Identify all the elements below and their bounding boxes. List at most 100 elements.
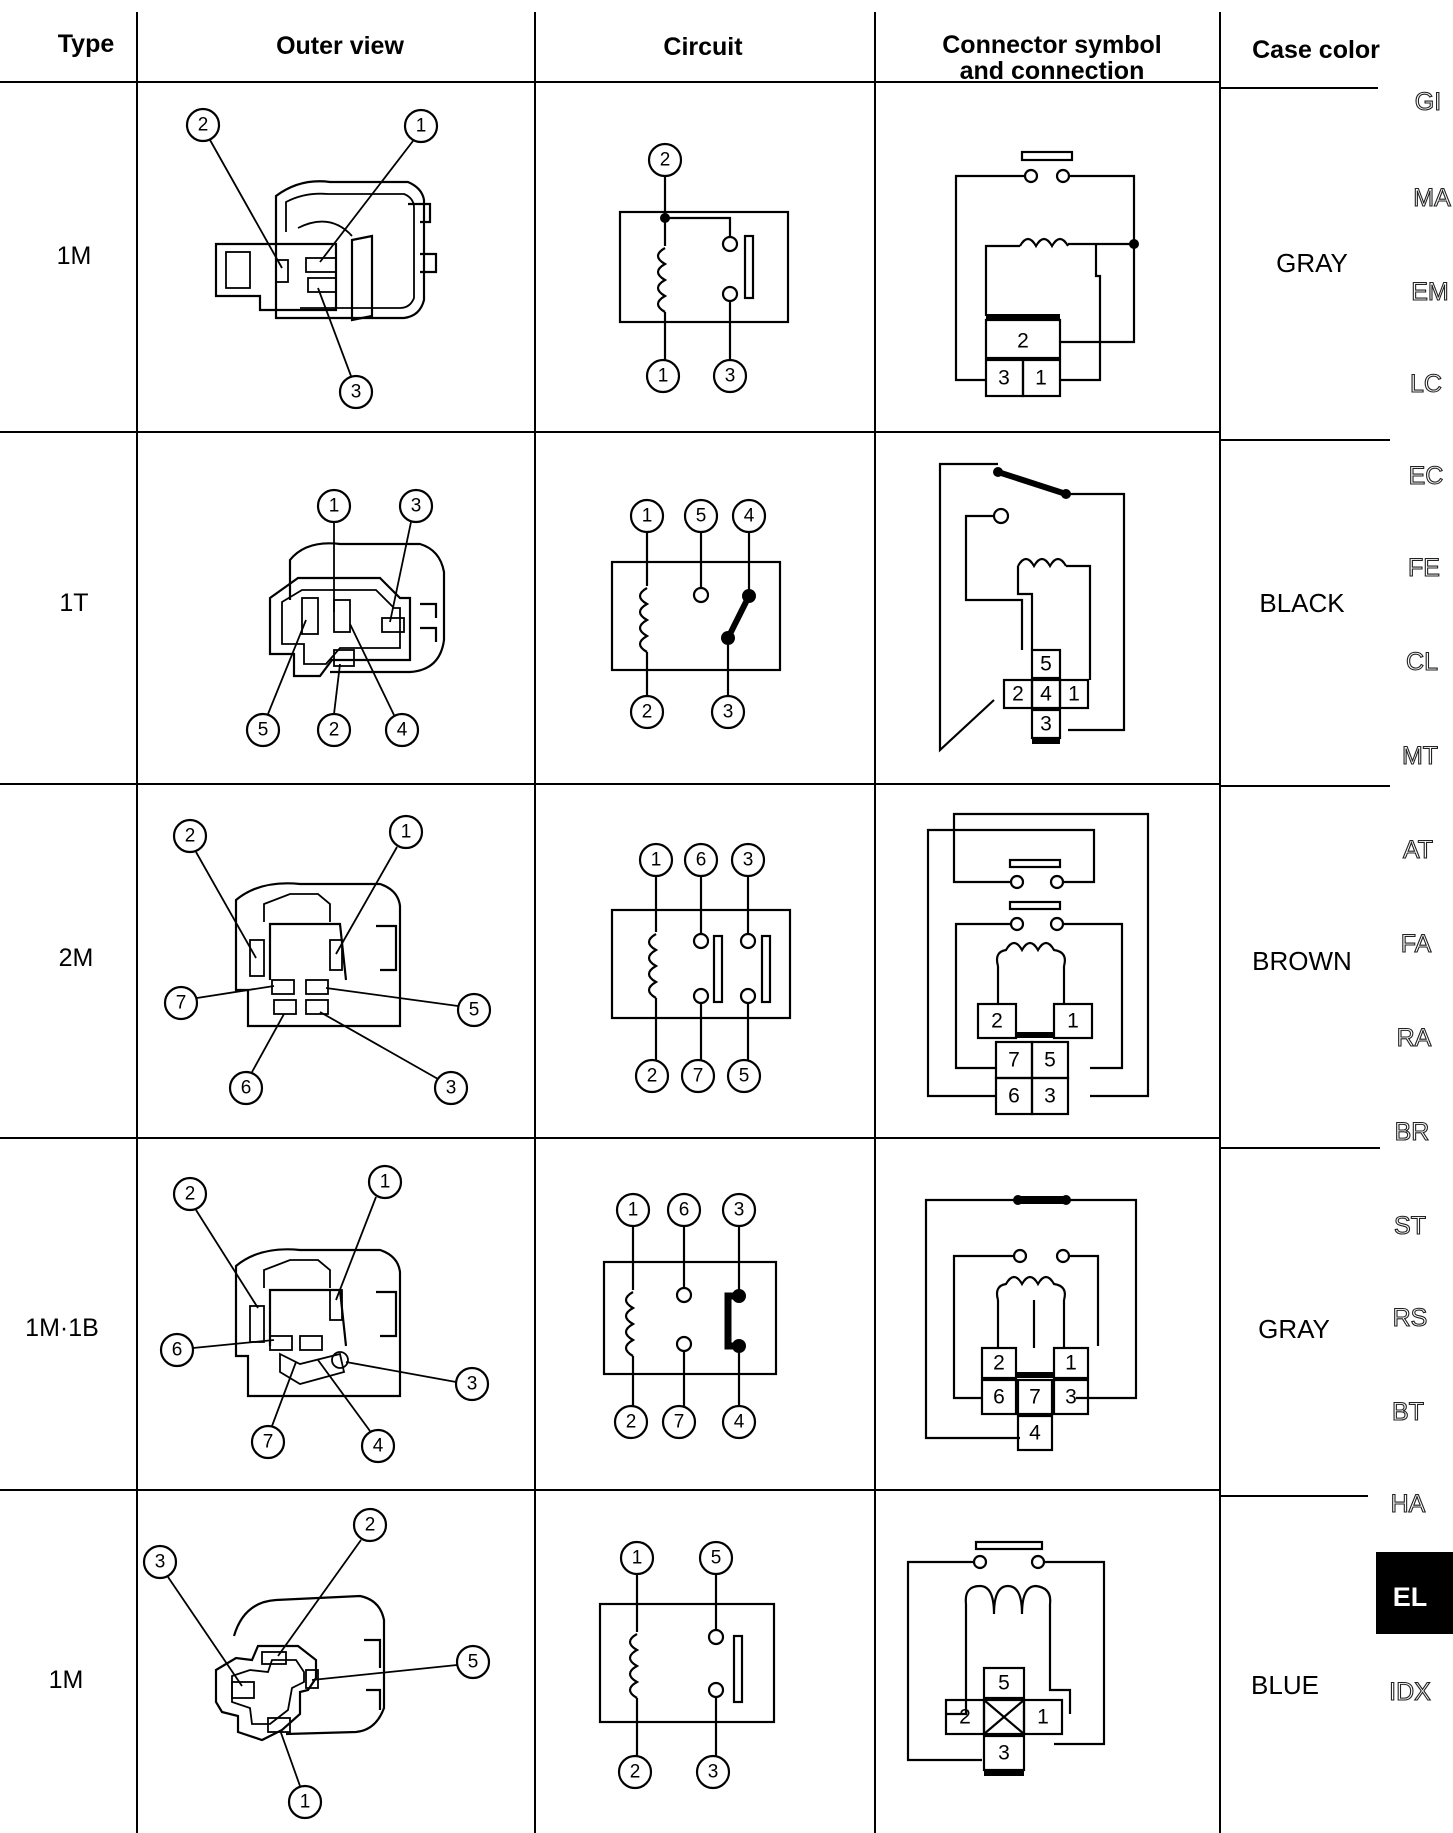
circuit-pin-label: 2 (626, 1412, 637, 1433)
connector-cell: 1 (1067, 1010, 1079, 1033)
side-tab-st[interactable]: ST (1393, 1211, 1426, 1240)
connector-cell: 5 (1044, 1049, 1056, 1072)
case-color-2: BLACK (1259, 588, 1345, 618)
connector-cell: 1 (1037, 1706, 1049, 1729)
connector-symbol-1: 2 3 1 (954, 150, 1139, 398)
connector-cell: 3 (1044, 1085, 1056, 1108)
side-tab-bt[interactable]: BT (1391, 1397, 1424, 1426)
circuit-pin-label: 2 (642, 702, 653, 723)
outer-pin-label: 1 (380, 1172, 391, 1193)
side-tab-em[interactable]: EM (1411, 277, 1450, 306)
circuit-1: 2 1 3 (618, 142, 790, 394)
circuit-pin-label: 3 (734, 1200, 745, 1221)
outer-pin-label: 5 (468, 1652, 479, 1673)
connector-symbol-5: 5 2 1 3 (906, 1540, 1106, 1776)
circuit-pin-label: 6 (679, 1200, 690, 1221)
outer-pin-label: 4 (373, 1436, 384, 1457)
side-tab-mt[interactable]: MT (1401, 741, 1438, 770)
type-column: 1M 1T 2M 1M·1B 1M (25, 242, 99, 1694)
connector-cell: 3 (998, 1742, 1010, 1765)
circuit-pin-label: 1 (651, 850, 662, 871)
header-outer-view: Outer view (276, 32, 404, 60)
outer-pin-label: 4 (397, 720, 408, 741)
connector-symbol-2: 5 2 4 1 3 (938, 462, 1126, 753)
case-color-4: GRAY (1258, 1314, 1330, 1344)
header-connector-line1: Connector symbol (942, 31, 1161, 59)
circuit-pin-label: 2 (660, 150, 671, 171)
type-label-3: 2M (59, 944, 94, 972)
outer-view-4: 2 1 6 3 7 4 (159, 1164, 490, 1464)
circuit-pin-label: 5 (696, 506, 707, 527)
connector-cell: 2 (993, 1352, 1005, 1375)
circuit-pin-label: 6 (696, 850, 707, 871)
side-tab-cl[interactable]: CL (1405, 647, 1438, 676)
connector-cell: 7 (1008, 1049, 1020, 1072)
outer-pin-label: 1 (300, 1792, 311, 1813)
outer-pin-label: 3 (155, 1552, 166, 1573)
connector-cell: 2 (1017, 330, 1029, 353)
header-type: Type (58, 30, 115, 58)
outer-pin-label: 5 (258, 720, 269, 741)
outer-pin-label: 1 (401, 822, 412, 843)
circuit-3: 1 6 3 2 7 5 (610, 842, 792, 1094)
circuit-pin-label: 7 (674, 1412, 685, 1433)
side-tab-active-bg (1376, 1552, 1453, 1634)
circuit-pin-label: 2 (630, 1762, 641, 1783)
circuit-pin-label: 2 (647, 1066, 658, 1087)
connector-cell: 4 (1040, 683, 1052, 706)
side-tab-br[interactable]: BR (1394, 1117, 1430, 1146)
side-tab-ec[interactable]: EC (1408, 461, 1444, 490)
circuit-pin-label: 4 (744, 506, 755, 527)
side-tab-rs[interactable]: RS (1392, 1303, 1428, 1332)
connector-cell: 5 (1040, 653, 1052, 676)
case-color-3: BROWN (1252, 946, 1352, 976)
circuit-pin-label: 1 (628, 1200, 639, 1221)
circuit-pin-label: 3 (708, 1762, 719, 1783)
circuit-2: 1 5 4 2 3 (610, 498, 782, 730)
outer-pin-label: 7 (176, 993, 187, 1014)
outer-pin-label: 3 (446, 1078, 457, 1099)
table-header: Type Outer view Circuit Connector symbol… (58, 30, 1380, 85)
circuit-pin-label: 5 (739, 1066, 750, 1087)
outer-pin-label: 3 (467, 1374, 478, 1395)
side-tab-idx[interactable]: IDX (1389, 1677, 1432, 1706)
outer-view-5: 3 2 5 1 (142, 1507, 491, 1820)
side-tab-fa[interactable]: FA (1400, 929, 1432, 958)
side-tab-at[interactable]: AT (1402, 835, 1433, 864)
side-tab-ra[interactable]: RA (1396, 1023, 1432, 1052)
side-tab-el[interactable]: EL (1393, 1582, 1428, 1612)
outer-pin-label: 1 (416, 116, 427, 137)
circuit-pin-label: 3 (725, 366, 736, 387)
connector-cell: 1 (1068, 683, 1080, 706)
circuit-pin-label: 1 (632, 1548, 643, 1569)
circuit-pin-label: 5 (711, 1548, 722, 1569)
outer-pin-label: 3 (351, 382, 362, 403)
outer-view-1: 2 1 3 (185, 107, 439, 410)
header-circuit: Circuit (663, 33, 743, 61)
connector-symbol-3: 2 1 7 5 6 3 (926, 812, 1150, 1116)
outer-pin-label: 7 (263, 1432, 274, 1453)
type-label-4: 1M·1B (25, 1314, 99, 1342)
connector-cell: 7 (1029, 1386, 1041, 1409)
side-tab-fe[interactable]: FE (1407, 553, 1440, 582)
connector-cell: 3 (998, 367, 1010, 390)
type-label-1: 1M (57, 242, 92, 270)
connector-cell: 3 (1065, 1386, 1077, 1409)
header-connector-line2: and connection (960, 57, 1145, 85)
outer-pin-label: 2 (198, 115, 209, 136)
side-tab-ma[interactable]: MA (1413, 183, 1452, 212)
side-tab-ha[interactable]: HA (1390, 1489, 1426, 1518)
circuit-pin-label: 4 (734, 1412, 745, 1433)
side-tab-lc[interactable]: LC (1409, 369, 1442, 398)
side-tab-gi[interactable]: GI (1414, 87, 1442, 116)
connector-cell: 5 (998, 1672, 1010, 1695)
outer-pin-label: 5 (469, 1000, 480, 1021)
case-color-column: GRAY BLACK BROWN GRAY BLUE (1251, 248, 1352, 1700)
circuit-4: 1 6 3 2 7 4 (602, 1192, 778, 1440)
circuit-pin-label: 1 (658, 366, 669, 387)
circuit-pin-label: 1 (642, 506, 653, 527)
type-label-5: 1M (49, 1666, 84, 1694)
connector-cell: 2 (959, 1706, 971, 1729)
outer-pin-label: 2 (185, 826, 196, 847)
connector-cell: 2 (991, 1010, 1003, 1033)
